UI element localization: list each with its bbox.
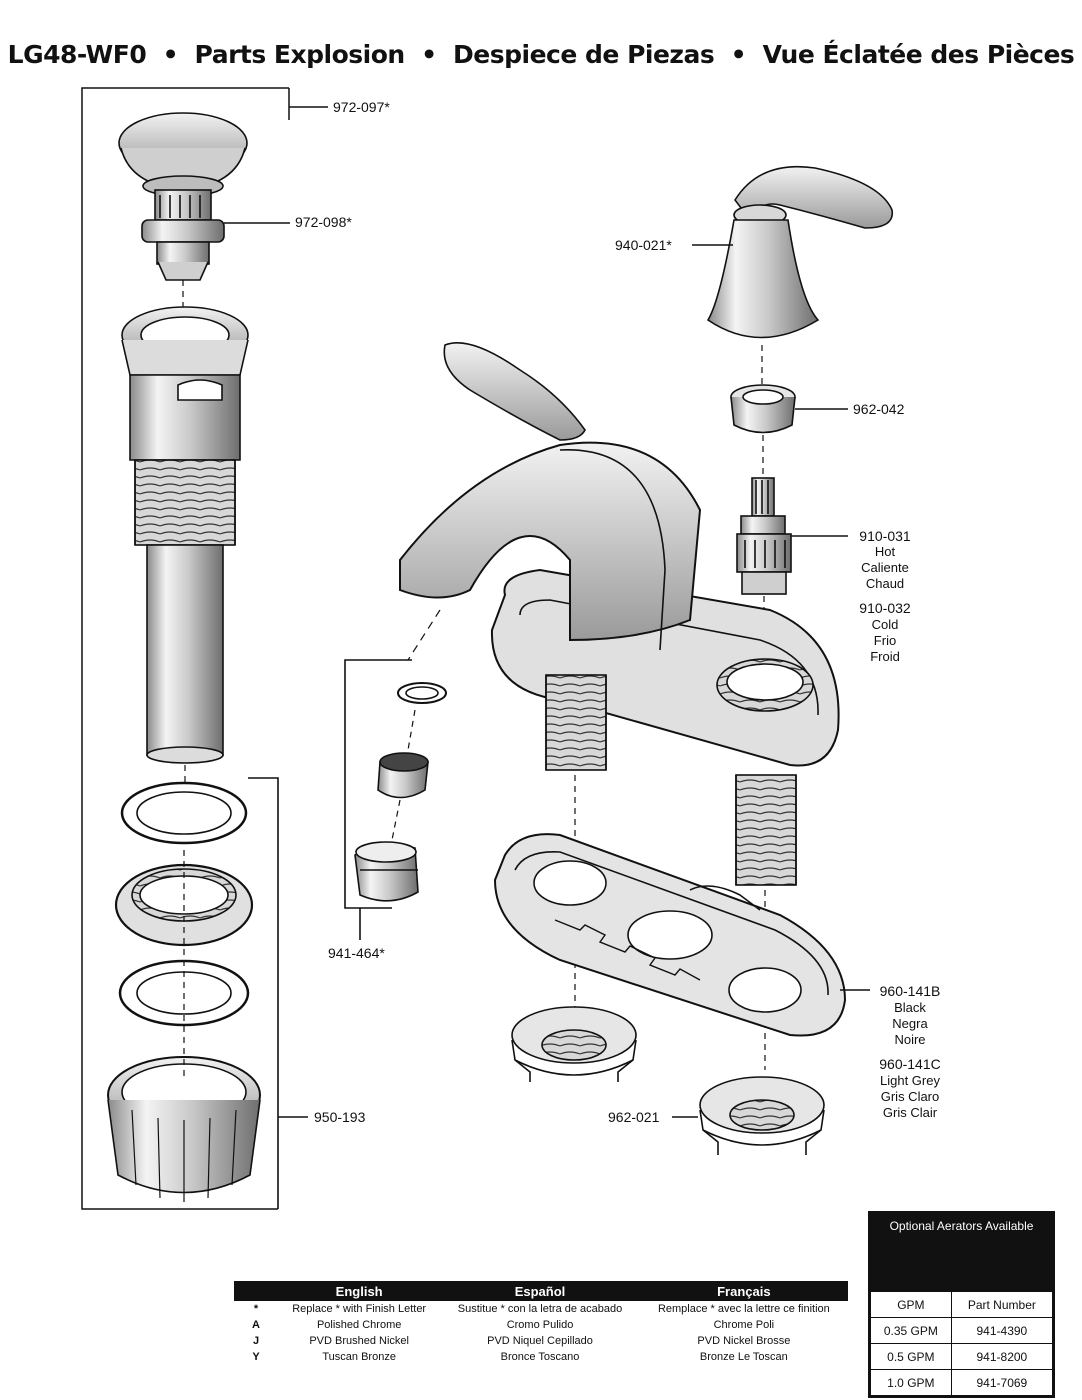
aerators-table: GPM Part Number 0.35 GPM 941-4390 0.5 GP… bbox=[870, 1291, 1054, 1396]
legend-row: Y Tuscan Bronze Bronce Toscano Bronze Le… bbox=[234, 1349, 848, 1365]
label-960-141b-es: Negra bbox=[892, 1016, 928, 1031]
bonnet-nut-part bbox=[730, 384, 848, 475]
finish-legend-table: English Español Français * Replace * wit… bbox=[234, 1281, 848, 1365]
legend-french: Chrome Poli bbox=[713, 1319, 775, 1331]
aerator-row: 0.5 GPM 941-8200 bbox=[870, 1343, 1054, 1370]
label-940-021: 940-021* bbox=[615, 237, 672, 253]
label-962-021: 962-021 bbox=[608, 1109, 660, 1125]
label-910-031-es: Caliente bbox=[861, 560, 909, 575]
aerator-part-number: 941-8200 bbox=[950, 1343, 1054, 1370]
title-model: LG48-WF0 bbox=[7, 40, 147, 69]
legend-code: * bbox=[253, 1303, 259, 1315]
title-separator: • bbox=[730, 40, 747, 69]
legend-code: A bbox=[252, 1319, 260, 1331]
drain-assembly bbox=[81, 87, 328, 1210]
label-910-031-en: Hot bbox=[875, 544, 896, 559]
aerator-row: 1.0 GPM 941-7069 bbox=[870, 1369, 1054, 1396]
legend-header-spanish: Español bbox=[440, 1281, 640, 1301]
legend-french: Remplace * avec la lettre ce finition bbox=[657, 1303, 830, 1315]
label-972-098: 972-098* bbox=[295, 214, 352, 230]
legend-english: Polished Chrome bbox=[316, 1319, 402, 1331]
legend-english: PVD Brushed Nickel bbox=[309, 1335, 409, 1347]
aerator-gpm: 0.35 GPM bbox=[870, 1317, 952, 1344]
label-960-141c-en: Light Grey bbox=[880, 1073, 940, 1088]
label-960-141c-es: Gris Claro bbox=[881, 1089, 940, 1104]
label-941-464: 941-464* bbox=[328, 945, 385, 961]
legend-english: Replace * with Finish Letter bbox=[292, 1303, 427, 1315]
legend-code-header bbox=[234, 1281, 278, 1301]
aerator-gpm: 0.5 GPM bbox=[870, 1343, 952, 1370]
mounting-nut-left bbox=[511, 1006, 637, 1082]
label-910-032-es: Frio bbox=[874, 633, 896, 648]
label-910-032: 910-032 bbox=[859, 600, 911, 616]
label-960-141b-fr: Noire bbox=[894, 1032, 925, 1047]
part-labels: 972-097* 972-098* 940-021* 962-042 910-0… bbox=[295, 99, 941, 1125]
title-separator: • bbox=[421, 40, 437, 69]
title-french: Vue Éclatée des Pièces bbox=[762, 40, 1075, 69]
optional-aerators-box: Optional Aerators Available GPM Part Num… bbox=[868, 1211, 1055, 1398]
legend-spanish: Cromo Pulido bbox=[506, 1319, 574, 1331]
title-english: Parts Explosion bbox=[194, 40, 406, 69]
label-910-032-fr: Froid bbox=[870, 649, 900, 664]
label-910-032-en: Cold bbox=[872, 617, 899, 632]
legend-header-french: Français bbox=[639, 1281, 848, 1301]
aerator-part bbox=[344, 659, 447, 940]
legend-row: J PVD Brushed Nickel PVD Niquel Cepillad… bbox=[234, 1333, 848, 1349]
legend-code: Y bbox=[252, 1351, 260, 1363]
handle-part bbox=[692, 165, 894, 385]
aerators-col-part: Part Number bbox=[950, 1291, 1054, 1318]
aerator-gpm: 1.0 GPM bbox=[870, 1369, 952, 1396]
legend-spanish: Sustitue * con la letra de acabado bbox=[457, 1303, 623, 1315]
aerators-col-gpm: GPM bbox=[870, 1291, 952, 1318]
label-960-141c: 960-141C bbox=[879, 1056, 941, 1072]
title-spanish: Despiece de Piezas bbox=[453, 40, 715, 69]
cartridge-part bbox=[736, 477, 848, 660]
aerators-title: Optional Aerators Available bbox=[870, 1213, 1053, 1291]
label-962-042: 962-042 bbox=[853, 401, 905, 417]
aerator-part-number: 941-7069 bbox=[950, 1369, 1054, 1396]
legend-row: A Polished Chrome Cromo Pulido Chrome Po… bbox=[234, 1317, 848, 1333]
legend-french: PVD Nickel Brosse bbox=[697, 1335, 791, 1347]
label-960-141c-fr: Gris Clair bbox=[883, 1105, 938, 1120]
title-separator: • bbox=[162, 40, 179, 69]
legend-english: Tuscan Bronze bbox=[322, 1351, 396, 1363]
label-960-141b: 960-141B bbox=[880, 983, 941, 999]
page-title: LG48-WF0 • Parts Explosion • Despiece de… bbox=[0, 40, 1082, 69]
label-950-193: 950-193 bbox=[314, 1109, 366, 1125]
faucet-body bbox=[399, 342, 840, 1070]
legend-code: J bbox=[252, 1335, 260, 1347]
label-910-031: 910-031 bbox=[859, 528, 911, 544]
legend-row: * Replace * with Finish Letter Sustitue … bbox=[234, 1301, 848, 1317]
aerator-row: 0.35 GPM 941-4390 bbox=[870, 1317, 1054, 1344]
legend-french: Bronze Le Toscan bbox=[699, 1351, 788, 1363]
legend-header-english: English bbox=[278, 1281, 441, 1301]
legend-spanish: Bronce Toscano bbox=[500, 1351, 580, 1363]
escutcheon-plate bbox=[493, 833, 870, 1037]
label-972-097: 972-097* bbox=[333, 99, 390, 115]
label-910-031-fr: Chaud bbox=[866, 576, 904, 591]
mounting-nut-right bbox=[672, 1076, 825, 1155]
legend-spanish: PVD Niquel Cepillado bbox=[487, 1335, 593, 1347]
label-960-141b-en: Black bbox=[894, 1000, 926, 1015]
aerator-part-number: 941-4390 bbox=[950, 1317, 1054, 1344]
